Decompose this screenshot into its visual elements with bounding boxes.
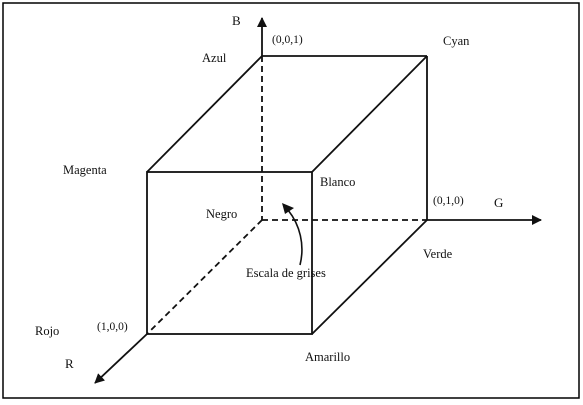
- grayscale-annotation: Escala de grises: [246, 266, 326, 280]
- b-axis-label: B: [232, 13, 241, 28]
- diagram-frame: [2, 2, 580, 399]
- magenta-vertex-label: Magenta: [63, 163, 107, 177]
- green-vertex-label: Verde: [423, 247, 453, 261]
- edge-yellow-green: [311, 219, 428, 335]
- edge-black-red: [146, 219, 263, 335]
- edge-white-cyan: [311, 55, 428, 173]
- r-axis-arrow: [94, 333, 148, 384]
- blue-coordinate-label: (0,0,1): [272, 34, 303, 46]
- blue-vertex-label: Azul: [202, 51, 227, 65]
- yellow-vertex-label: Amarillo: [305, 350, 350, 364]
- hidden-edges: [146, 56, 427, 335]
- green-coordinate-label: (0,1,0): [433, 195, 464, 207]
- r-axis-label: R: [65, 356, 74, 371]
- axes: [94, 17, 542, 384]
- cyan-vertex-label: Cyan: [443, 34, 470, 48]
- red-vertex-label: Rojo: [35, 324, 59, 338]
- edge-magenta-blue: [146, 55, 263, 173]
- grayscale-pointer-head: [282, 203, 294, 214]
- black-vertex-label: Negro: [206, 207, 237, 221]
- white-vertex-label: Blanco: [320, 175, 355, 189]
- front-face: [146, 171, 313, 335]
- visible-edges: [146, 55, 428, 335]
- grayscale-pointer: [287, 209, 303, 266]
- red-coordinate-label: (1,0,0): [97, 321, 128, 333]
- g-axis-label: G: [494, 195, 503, 210]
